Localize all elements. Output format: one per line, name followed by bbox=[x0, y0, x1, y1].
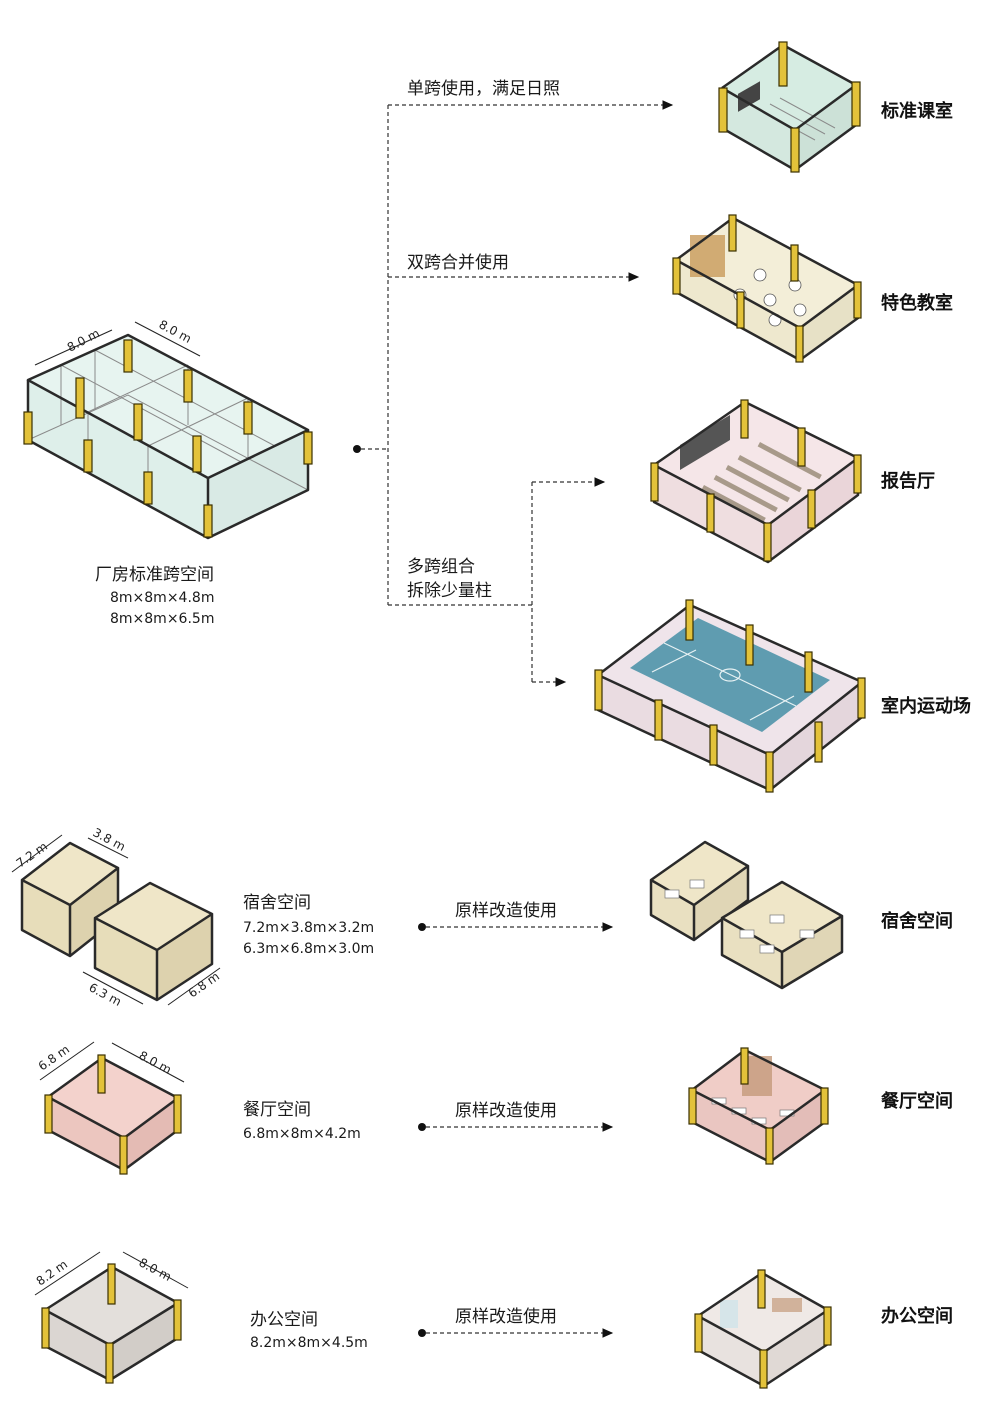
dorm-dim-3: 6.3 m bbox=[87, 980, 124, 1009]
dining-arrow-label: 原样改造使用 bbox=[455, 1100, 557, 1121]
dorm-dim-2: 3.8 m bbox=[91, 825, 128, 854]
office-dim-text-1: 8.2m×8m×4.5m bbox=[250, 1335, 368, 1351]
dorm-arrow-dot bbox=[418, 923, 426, 931]
factory-dim-2: 8m×8m×6.5m bbox=[110, 611, 214, 627]
output-hall-label: 报告厅 bbox=[881, 470, 935, 492]
factory-dim-b: 8.0 m bbox=[157, 317, 194, 346]
branch-connectors bbox=[353, 100, 674, 687]
factory-columns bbox=[23, 339, 313, 538]
office-title: 办公空间 bbox=[250, 1310, 318, 1330]
office-dim-2: 8.0 m bbox=[137, 1255, 174, 1284]
branch-double-label: 双跨合并使用 bbox=[407, 252, 509, 273]
dorm-result-illustration bbox=[649, 840, 844, 990]
dining-title: 餐厅空间 bbox=[243, 1100, 311, 1120]
output-classroom-label: 标准课室 bbox=[880, 100, 953, 122]
classroom-illustration bbox=[718, 41, 861, 173]
dining-model bbox=[39, 1041, 185, 1175]
dorm-title: 宿舍空间 bbox=[243, 893, 311, 913]
branch-single-label: 单跨使用，满足日照 bbox=[407, 78, 560, 99]
branch-multi-label-2: 拆除少量柱 bbox=[407, 581, 492, 601]
office-model bbox=[34, 1251, 189, 1384]
factory-dim-1: 8m×8m×4.8m bbox=[110, 590, 214, 606]
dining-dim-1: 6.8 m bbox=[36, 1042, 72, 1073]
special-classroom-illustration bbox=[672, 214, 862, 363]
office-arrow-label: 原样改造使用 bbox=[455, 1306, 557, 1327]
indoor-gym-illustration bbox=[594, 599, 866, 793]
dorm-arrow-label: 原样改造使用 bbox=[455, 900, 557, 921]
dorm-dim-text-2: 6.3m×6.8m×3.0m bbox=[243, 941, 374, 957]
office-result-illustration bbox=[694, 1269, 832, 1389]
factory-title: 厂房标准跨空间 bbox=[95, 565, 214, 585]
factory-grid-model bbox=[23, 321, 313, 540]
dining-result-illustration bbox=[688, 1047, 829, 1165]
output-special-label: 特色教室 bbox=[881, 292, 953, 314]
output-office-label: 办公空间 bbox=[881, 1305, 953, 1327]
dining-dim-2: 8.0 m bbox=[137, 1048, 174, 1077]
lecture-hall-illustration bbox=[650, 399, 862, 564]
branch-multi-label-1: 多跨组合 bbox=[407, 557, 475, 577]
office-arrow-dot bbox=[418, 1329, 426, 1337]
dorm-model bbox=[11, 834, 221, 1006]
dorm-dim-text-1: 7.2m×3.8m×3.2m bbox=[243, 920, 374, 936]
output-dining-label: 餐厅空间 bbox=[880, 1090, 953, 1112]
output-dorm-label: 宿舍空间 bbox=[881, 910, 953, 932]
dining-arrow-dot bbox=[418, 1123, 426, 1131]
dining-dim-text-1: 6.8m×8m×4.2m bbox=[243, 1126, 361, 1142]
output-gym-label: 室内运动场 bbox=[881, 695, 971, 717]
